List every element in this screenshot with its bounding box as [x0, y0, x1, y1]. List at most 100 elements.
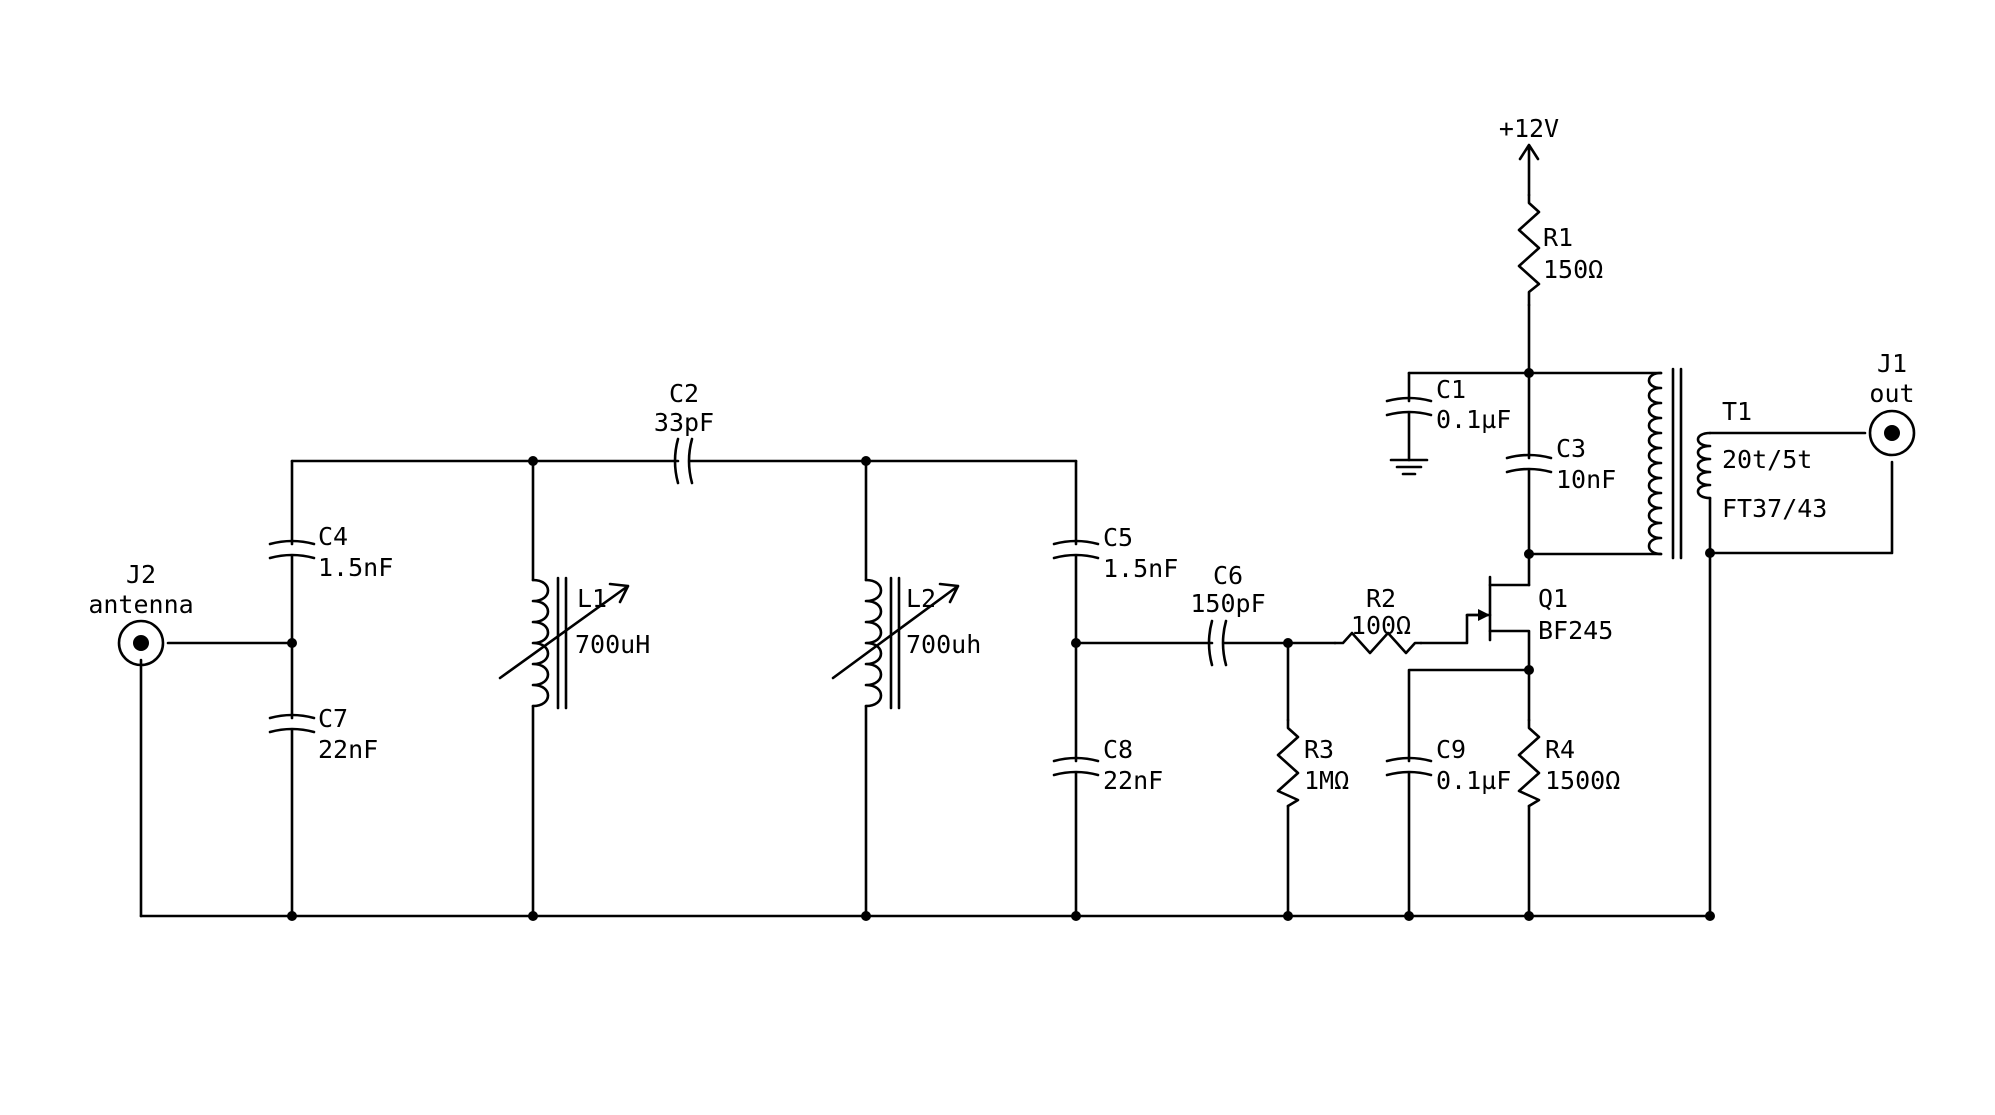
capacitor-symbol-icon [1505, 453, 1553, 474]
r4-value: 1500Ω [1545, 766, 1620, 795]
resistor-r4: R4 1500Ω [1517, 718, 1620, 808]
capacitor-symbol-icon [268, 713, 316, 734]
t1-core: FT37/43 [1722, 494, 1827, 523]
arrow-up-icon [1518, 143, 1540, 161]
wire-secondary [1708, 431, 1894, 918]
c7-value: 22nF [318, 735, 378, 764]
junction-dot [528, 456, 538, 466]
j1-value: out [1869, 379, 1914, 408]
junction-dot [1071, 638, 1081, 648]
transformer-core-icon [1671, 367, 1683, 560]
q1-ref: Q1 [1538, 584, 1568, 613]
c2-ref: C2 [669, 379, 699, 408]
j1-ref: J1 [1877, 349, 1907, 378]
junction-dot [1524, 368, 1534, 378]
resistor-r3: R3 1MΩ [1276, 718, 1349, 808]
c7-ref: C7 [318, 704, 348, 733]
c1-ref: C1 [1436, 375, 1466, 404]
junction-dot [1283, 911, 1293, 921]
supply-12v: +12V [1499, 114, 1559, 161]
capacitor-c1: C1 0.1µF [1385, 375, 1511, 434]
resistor-r1: R1 150Ω [1517, 193, 1603, 307]
c2-value: 33pF [654, 408, 714, 437]
inductor-coil-icon [864, 578, 883, 708]
coax-connector-icon [117, 619, 165, 667]
primary-coil-icon [1647, 371, 1663, 556]
c9-ref: C9 [1436, 735, 1466, 764]
variable-arrow-icon [498, 582, 630, 680]
capacitor-c2: C2 33pF [654, 379, 714, 485]
resistor-symbol-icon [1276, 718, 1300, 808]
r1-value: 150Ω [1543, 255, 1603, 284]
q1-value: BF245 [1538, 616, 1613, 645]
junction-dot [1524, 911, 1534, 921]
variable-arrow-icon [831, 582, 960, 680]
inductor-core-icon [556, 576, 568, 710]
c4-value: 1.5nF [318, 553, 393, 582]
capacitor-symbol-icon [673, 437, 694, 485]
capacitor-symbol-icon [1385, 396, 1433, 417]
inductor-coil-icon [531, 578, 550, 708]
resistor-r2: R2 100Ω [1333, 584, 1423, 655]
inductor-l2: L2 700uh [831, 576, 981, 710]
junction-dot [861, 456, 871, 466]
c3-value: 10nF [1556, 465, 1616, 494]
resistor-symbol-icon [1333, 631, 1423, 655]
j2-value: antenna [88, 590, 193, 619]
c8-value: 22nF [1103, 766, 1163, 795]
capacitor-c9: C9 0.1µF [1385, 735, 1511, 795]
junction-dot [287, 638, 297, 648]
capacitor-symbol-icon [1385, 756, 1433, 777]
coax-center-pin [1884, 425, 1900, 441]
connector-j1: J1 out [1868, 349, 1916, 457]
l2-ref: L2 [906, 584, 936, 613]
capacitor-c5: C5 1.5nF [1052, 523, 1178, 583]
c4-ref: C4 [318, 522, 348, 551]
connector-j2: J2 antenna [88, 560, 194, 667]
capacitor-symbol-icon [268, 539, 316, 560]
jfet-gate-arrow-icon [1478, 609, 1490, 621]
j2-ref: J2 [126, 560, 156, 589]
c9-value: 0.1µF [1436, 766, 1511, 795]
junction-dot [1071, 911, 1081, 921]
coax-center-pin [133, 635, 149, 651]
c5-value: 1.5nF [1103, 554, 1178, 583]
r4-ref: R4 [1545, 735, 1575, 764]
r3-ref: R3 [1304, 735, 1334, 764]
capacitor-c8: C8 22nF [1052, 735, 1163, 795]
r2-ref: R2 [1366, 584, 1396, 613]
coax-connector-icon [1868, 409, 1916, 457]
capacitor-c3: C3 10nF [1505, 434, 1616, 494]
inductor-core-icon [889, 576, 901, 710]
capacitor-c7: C7 22nF [268, 704, 378, 764]
r1-ref: R1 [1543, 223, 1573, 252]
ground-icon [1389, 458, 1429, 476]
supply-label: +12V [1499, 114, 1559, 143]
junction-dot [528, 911, 538, 921]
junction-dot [861, 911, 871, 921]
junction-dot [1705, 548, 1715, 558]
transistor-q1: Q1 BF245 [1465, 575, 1613, 672]
c5-ref: C5 [1103, 523, 1133, 552]
t1-value: 20t/5t [1722, 445, 1812, 474]
junctions [287, 368, 1715, 921]
inductor-l1: L1 700uH [498, 576, 650, 710]
t1-ref: T1 [1722, 397, 1752, 426]
c8-ref: C8 [1103, 735, 1133, 764]
transformer-t1: T1 20t/5t FT37/43 [1647, 367, 1827, 560]
r3-value: 1MΩ [1304, 766, 1349, 795]
l1-ref: L1 [577, 584, 607, 613]
junction-dot [1404, 911, 1414, 921]
junction-dot [287, 911, 297, 921]
capacitor-c6: C6 150pF [1190, 561, 1266, 667]
resistor-symbol-icon [1517, 718, 1541, 808]
junction-dot [1283, 638, 1293, 648]
l2-value: 700uh [906, 630, 981, 659]
c3-ref: C3 [1556, 434, 1586, 463]
junction-dot [1705, 911, 1715, 921]
l1-value: 700uH [575, 630, 650, 659]
capacitor-symbol-icon [1052, 756, 1100, 777]
c6-value: 150pF [1190, 589, 1265, 618]
resistor-symbol-icon [1517, 193, 1541, 307]
